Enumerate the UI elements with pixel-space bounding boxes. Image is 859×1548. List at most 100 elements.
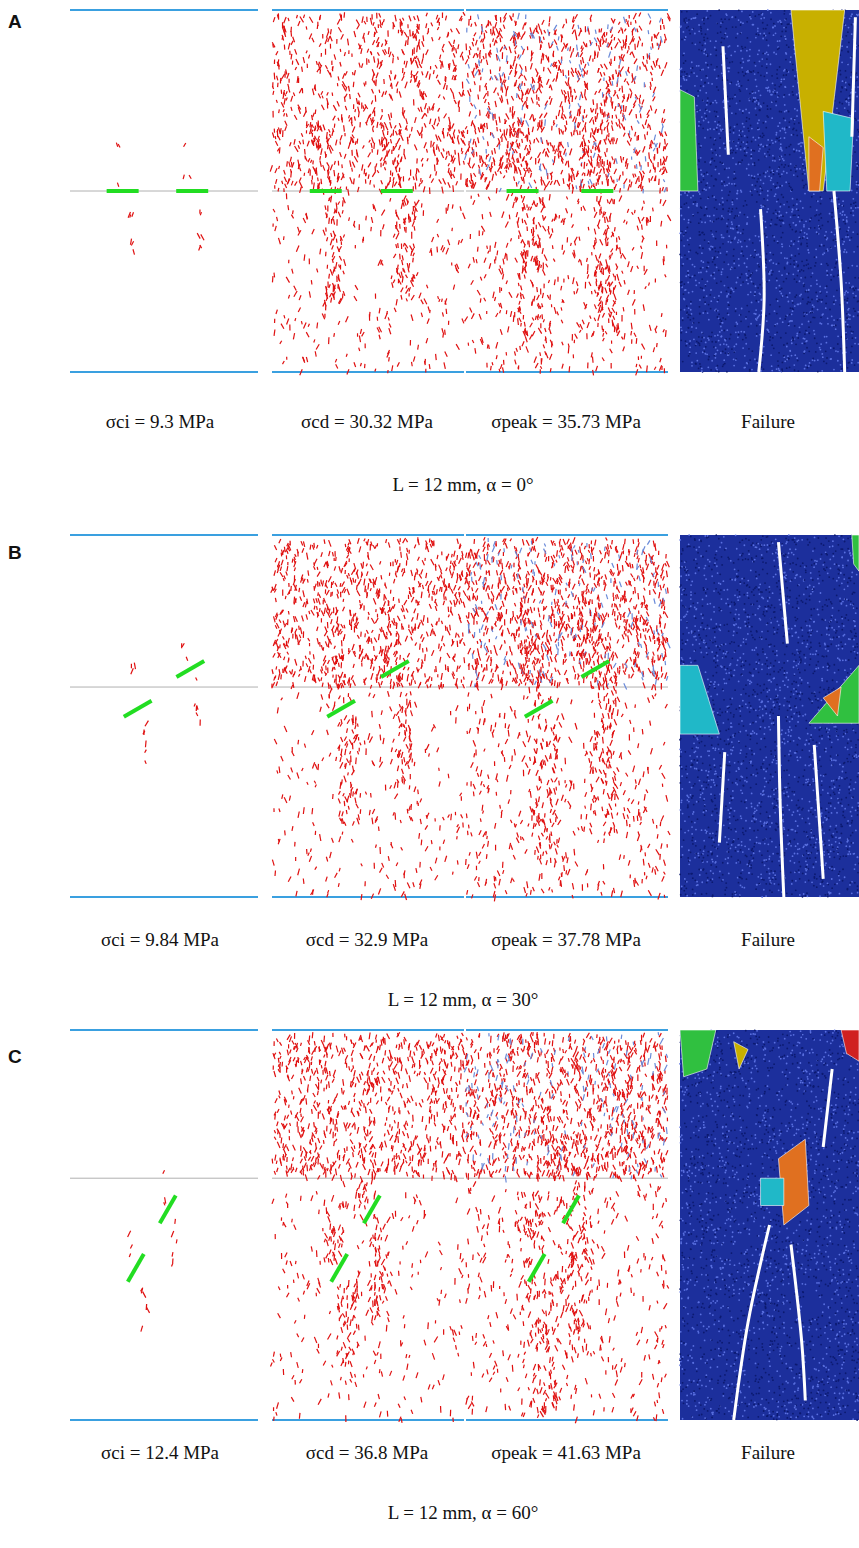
crack-mark bbox=[543, 54, 544, 60]
crack-mark bbox=[309, 17, 312, 23]
crack-mark bbox=[639, 36, 641, 40]
crack-mark bbox=[354, 224, 356, 227]
crack-mark bbox=[406, 275, 408, 278]
crack-mark bbox=[295, 146, 299, 152]
crack-mark bbox=[396, 299, 397, 305]
crack-mark bbox=[430, 174, 431, 178]
crack-mark bbox=[435, 65, 437, 68]
crack-mark bbox=[662, 169, 665, 175]
crack-mark bbox=[352, 126, 354, 132]
crack-mark bbox=[496, 28, 499, 34]
crack-mark bbox=[446, 248, 449, 254]
crack-mark bbox=[539, 114, 542, 119]
crack-mark bbox=[589, 55, 591, 61]
crack-mark bbox=[117, 183, 118, 187]
crack-mark bbox=[382, 130, 383, 134]
crack-mark bbox=[345, 71, 347, 75]
crack-mark bbox=[521, 34, 524, 40]
crack-mark bbox=[542, 53, 543, 58]
crack-mark bbox=[591, 156, 592, 161]
crack-mark bbox=[398, 174, 400, 180]
crack-mark bbox=[389, 75, 391, 80]
crack-mark bbox=[404, 200, 406, 206]
crack-mark bbox=[478, 94, 479, 99]
crack-mark bbox=[594, 186, 595, 189]
crack-mark bbox=[475, 130, 476, 134]
crack-mark bbox=[392, 54, 393, 57]
crack-mark bbox=[350, 94, 351, 99]
crack-mark bbox=[184, 143, 186, 147]
crack-mark bbox=[291, 215, 293, 219]
crack-mark bbox=[483, 93, 486, 99]
crack-mark bbox=[611, 176, 613, 182]
crack-mark bbox=[340, 135, 342, 140]
crack-mark bbox=[270, 165, 272, 171]
crack-mark bbox=[291, 96, 293, 102]
crack-mark bbox=[330, 165, 332, 171]
crack-mark bbox=[330, 293, 332, 297]
crack-mark bbox=[432, 125, 435, 129]
crack-mark bbox=[478, 137, 479, 143]
crack-mark bbox=[401, 203, 402, 209]
crack-mark bbox=[542, 20, 544, 25]
crack-mark bbox=[549, 96, 550, 99]
crack-mark bbox=[612, 101, 613, 105]
crack-mark bbox=[308, 55, 309, 59]
crack-mark bbox=[520, 64, 523, 69]
crack-mark bbox=[354, 70, 355, 75]
crack-mark bbox=[328, 166, 329, 171]
crack-mark bbox=[498, 93, 499, 96]
crack-mark bbox=[627, 141, 630, 146]
crack-mark bbox=[558, 154, 559, 159]
crack-mark bbox=[604, 100, 605, 107]
crack-mark bbox=[300, 17, 304, 23]
crack-mark bbox=[588, 28, 589, 35]
crack-mark bbox=[272, 132, 274, 137]
crack-mark bbox=[553, 120, 554, 123]
crack-mark bbox=[636, 178, 638, 184]
crack-mark bbox=[555, 149, 557, 155]
crack-mark bbox=[536, 88, 539, 93]
crack-mark bbox=[612, 156, 613, 160]
crack-mark bbox=[495, 171, 497, 175]
crack-mark bbox=[377, 122, 378, 128]
crack-mark bbox=[596, 172, 598, 175]
crack-mark bbox=[372, 171, 375, 177]
crack-mark bbox=[308, 158, 310, 162]
crack-mark bbox=[494, 148, 495, 154]
crack-mark bbox=[434, 119, 436, 126]
crack-mark bbox=[368, 174, 369, 179]
crack-mark bbox=[371, 143, 372, 148]
crack-mark bbox=[534, 139, 535, 143]
crack-mark bbox=[424, 298, 427, 304]
crack-mark bbox=[356, 20, 359, 25]
crack-mark bbox=[279, 109, 280, 113]
crack-mark bbox=[496, 54, 497, 60]
crack-mark bbox=[438, 108, 440, 112]
crack-mark bbox=[538, 24, 540, 30]
crack-mark bbox=[665, 131, 667, 136]
crack-mark bbox=[317, 322, 318, 328]
crack-mark bbox=[442, 44, 444, 48]
crack-mark bbox=[461, 239, 463, 243]
crack-mark bbox=[565, 161, 567, 166]
crack-mark bbox=[404, 227, 405, 231]
crack-mark bbox=[534, 180, 536, 183]
crack-mark bbox=[547, 140, 548, 145]
crack-mark bbox=[407, 263, 408, 269]
crack-mark bbox=[344, 12, 345, 18]
crack-mark bbox=[339, 256, 341, 261]
crack-mark bbox=[291, 107, 292, 111]
crack-mark bbox=[413, 244, 414, 248]
crack-mark bbox=[336, 140, 337, 146]
crack-mark bbox=[619, 88, 620, 91]
crack-mark bbox=[665, 62, 667, 68]
crack-mark bbox=[515, 149, 517, 153]
crack-mark bbox=[651, 176, 653, 180]
crack-mark bbox=[316, 170, 317, 176]
crack-mark bbox=[633, 174, 634, 178]
crack-mark bbox=[653, 165, 655, 169]
crack-mark bbox=[306, 51, 307, 54]
crack-mark bbox=[379, 139, 380, 145]
crack-mark bbox=[333, 116, 336, 121]
